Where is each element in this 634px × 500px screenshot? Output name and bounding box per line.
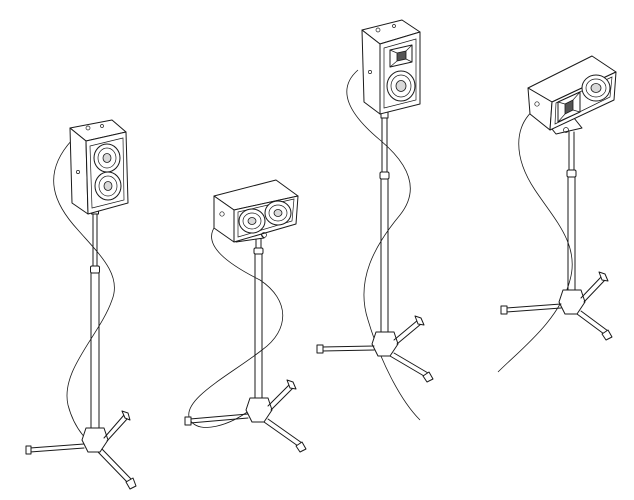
stand-assembly-d: [497, 55, 617, 373]
tripod-hub-b: [245, 397, 273, 423]
upper-pole-c: [381, 115, 388, 173]
lower-pole-c: [380, 178, 389, 333]
speaker-cabinet-a: [69, 119, 129, 215]
woofer-upper-a: [93, 143, 121, 173]
speaker-cabinet-d: [527, 55, 617, 135]
tripod-legs-b: [184, 379, 307, 453]
horn-d: [557, 91, 581, 123]
woofer-d: [581, 74, 611, 102]
tripod-legs-a: [25, 410, 137, 490]
woofer-left-b: [238, 208, 266, 234]
stand-assembly-b: [184, 179, 307, 453]
cable-b: [188, 224, 284, 428]
woofer-lower-a: [94, 171, 122, 201]
horn-c: [389, 44, 413, 68]
height-clamp-c: [379, 171, 390, 180]
upper-pole-d: [568, 131, 575, 171]
tripod-hub-d: [558, 289, 586, 315]
height-clamp-b: [253, 247, 264, 255]
stand-assembly-c: [316, 19, 434, 421]
height-clamp-a: [90, 265, 100, 274]
cable-c: [346, 69, 421, 421]
cable-a: [53, 139, 115, 446]
upper-pole-a: [92, 211, 98, 267]
woofer-right-b: [264, 200, 292, 226]
speaker-cabinet-c: [361, 19, 421, 115]
woofer-c: [386, 70, 416, 102]
height-clamp-d: [566, 169, 577, 178]
tripod-hub-c: [371, 331, 399, 357]
lower-pole-a: [90, 272, 100, 429]
tripod-hub-a: [81, 427, 109, 453]
speaker-cabinet-b: [213, 179, 299, 243]
lower-pole-d: [567, 176, 576, 291]
tripod-legs-c: [316, 315, 434, 383]
stand-assembly-a: [25, 119, 137, 490]
cable-d: [497, 104, 573, 373]
tripod-legs-d: [500, 271, 613, 341]
lower-pole-b: [254, 253, 263, 399]
